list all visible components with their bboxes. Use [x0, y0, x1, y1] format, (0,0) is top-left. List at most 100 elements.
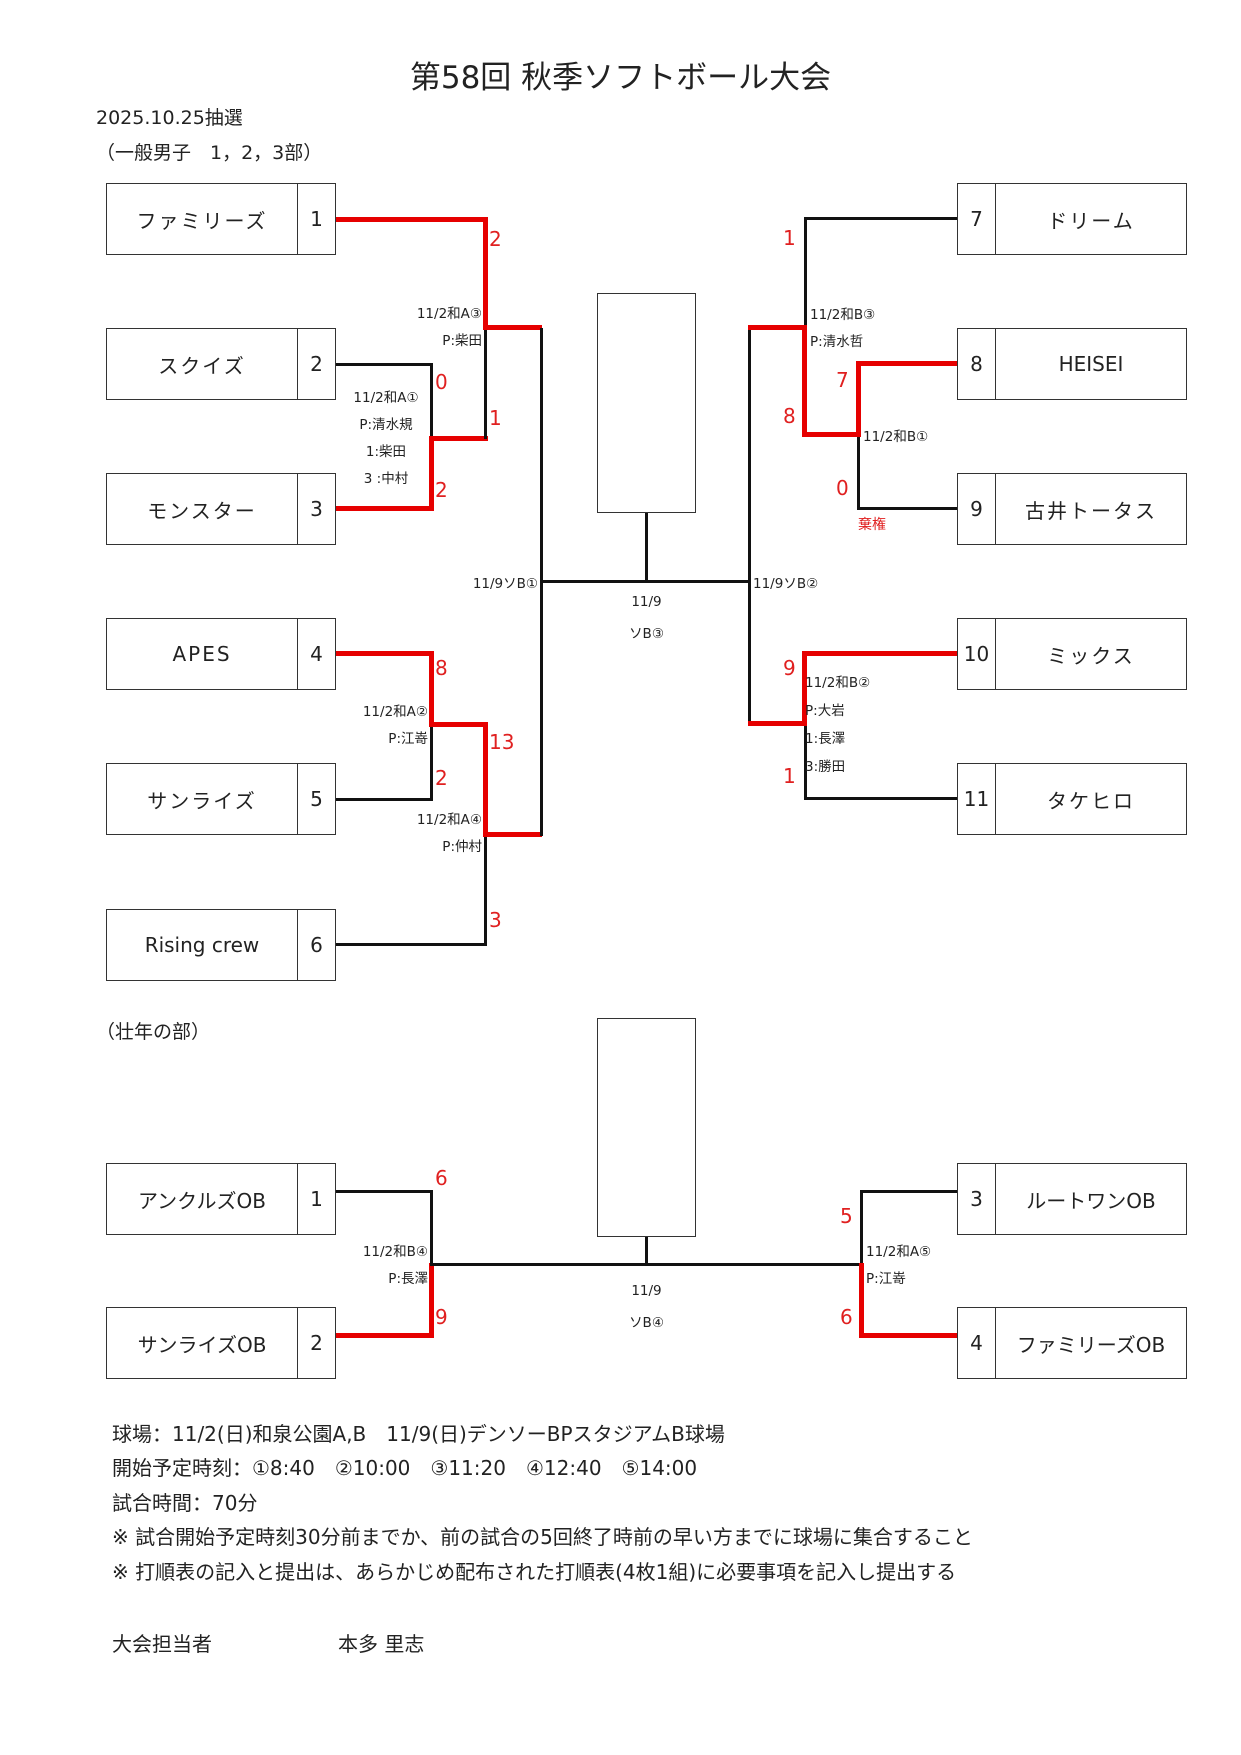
score: 5 — [840, 1204, 853, 1228]
champion-box — [597, 1018, 696, 1237]
team-name: 古井トータス — [1025, 498, 1157, 523]
team-seed: 1 — [297, 184, 335, 254]
bracket-line — [860, 1190, 957, 1193]
team-seed: 2 — [297, 329, 335, 399]
winner-line — [483, 832, 542, 837]
winner-line — [856, 361, 957, 366]
match-label-b3: 11/2和B③ — [810, 307, 876, 323]
score: 9 — [783, 656, 796, 680]
score: 2 — [435, 478, 448, 502]
team-name: ルートワンOB — [1026, 1188, 1156, 1213]
match-note-a1: 1:柴田 — [365, 444, 407, 460]
match-note-b3: P:清水哲 — [810, 334, 864, 350]
match-note-a3: P:柴田 — [442, 333, 482, 349]
team-name: Rising crew — [144, 933, 260, 957]
note-assembly: ※ 試合開始予定時刻30分前までか、前の試合の5回終了時前の早い方までに球場に集… — [112, 1525, 973, 1549]
team-name: APES — [172, 642, 232, 666]
team-name: タケヒロ — [1047, 788, 1135, 813]
final-date: 11/9 — [631, 1283, 662, 1299]
match-label-a5: 11/2和A⑤ — [866, 1244, 932, 1260]
match-note-a2: P:江嵜 — [388, 731, 428, 747]
bracket-line — [430, 363, 433, 439]
winner-line — [748, 721, 807, 726]
winner-line — [336, 651, 434, 656]
division-senior-heading: （壮年の部） — [96, 1021, 211, 1043]
winner-line — [429, 436, 488, 441]
winner-line — [429, 722, 488, 727]
team-name: HEISEI — [1058, 352, 1124, 376]
division-general-heading: （一般男子 1，2，3部） — [96, 142, 323, 164]
team-seed: 7 — [958, 184, 996, 254]
team-seed: 6 — [297, 910, 335, 980]
team-seed: 8 — [958, 329, 996, 399]
winner-line — [429, 651, 434, 725]
bracket-line — [336, 943, 487, 946]
team-name: スクイズ — [158, 353, 246, 378]
score: 0 — [836, 476, 849, 500]
winner-line — [859, 1333, 957, 1338]
score: 1 — [783, 764, 796, 788]
final-label: ソB④ — [629, 1315, 664, 1331]
score: 1 — [489, 406, 502, 430]
bracket-line — [804, 797, 957, 800]
team-box: スクイズ 2 — [106, 328, 336, 400]
bracket-line — [484, 329, 487, 439]
team-seed: 10 — [958, 619, 996, 689]
team-box: ファミリーズ 1 — [106, 183, 336, 255]
winner-line — [856, 361, 861, 437]
bracket-line — [857, 437, 860, 510]
match-label-b2: 11/2和B② — [805, 675, 871, 691]
organizer-label: 大会担当者 — [112, 1632, 212, 1656]
winner-line — [336, 1333, 434, 1338]
bracket-line — [336, 363, 432, 366]
bracket-line — [430, 1190, 433, 1266]
team-name: ファミリーズOB — [1016, 1332, 1166, 1357]
team-box: 10 ミックス — [957, 618, 1187, 690]
team-seed: 4 — [958, 1308, 996, 1378]
bracket-line — [857, 507, 957, 510]
note-batting-order: ※ 打順表の記入と提出は、あらかじめ配布された打順表(4枚1組)に必要事項を記入… — [112, 1560, 957, 1584]
bracket-line — [484, 837, 487, 945]
match-label-s1: 11/9ソB① — [472, 576, 538, 592]
team-box: Rising crew 6 — [106, 909, 336, 981]
bracket-line — [804, 726, 807, 799]
score: 13 — [489, 730, 515, 754]
match-label-b4: 11/2和B④ — [362, 1244, 428, 1260]
bracket-line — [804, 217, 807, 327]
forfeit-note: 棄権 — [858, 517, 886, 533]
venue-info: 球場：11/2(日)和泉公園A,B 11/9(日)デンソーBPスタジアムB球場 — [112, 1422, 725, 1446]
match-label-b1: 11/2和B① — [863, 429, 929, 445]
winner-line — [336, 506, 434, 511]
team-box: 4 ファミリーズOB — [957, 1307, 1187, 1379]
winner-line — [429, 436, 434, 511]
match-note-b4: P:長澤 — [388, 1271, 428, 1287]
final-label: ソB③ — [629, 626, 664, 642]
start-times: 開始予定時刻：①8:40 ②10:00 ③11:20 ④12:40 ⑤14:00 — [112, 1456, 698, 1480]
team-box: 8 HEISEI — [957, 328, 1187, 400]
bracket-line — [645, 1237, 648, 1265]
bracket-line — [804, 217, 957, 220]
bracket-line — [748, 328, 751, 726]
draw-date: 2025.10.25抽選 — [96, 107, 243, 129]
match-note-b2: P:大岩 — [805, 703, 845, 719]
team-name: ミックス — [1047, 643, 1135, 668]
team-name: ドリーム — [1047, 208, 1135, 233]
team-seed: 4 — [297, 619, 335, 689]
organizer-name: 本多 里志 — [338, 1632, 425, 1656]
team-seed: 1 — [297, 1164, 335, 1234]
game-duration: 試合時間：70分 — [112, 1491, 258, 1515]
bracket-line — [430, 725, 433, 801]
winner-line — [802, 432, 861, 437]
bracket-line — [336, 1190, 432, 1193]
team-name: モンスター — [147, 498, 257, 523]
team-name: ファミリーズ — [136, 208, 268, 233]
match-note-a1: P:清水規 — [359, 417, 413, 433]
score: 3 — [489, 908, 502, 932]
